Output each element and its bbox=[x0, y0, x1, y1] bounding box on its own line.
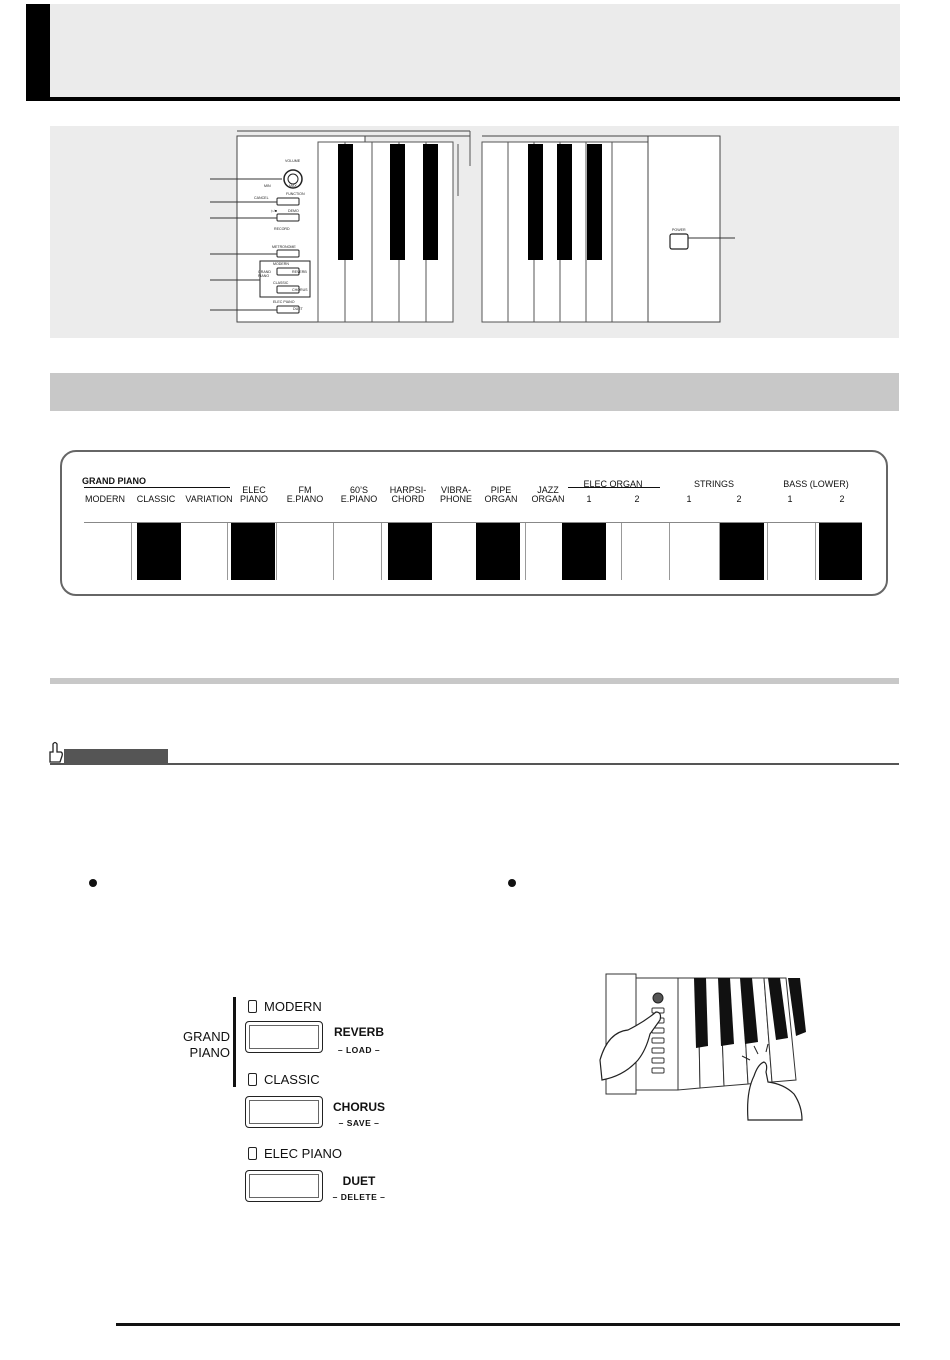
white-key bbox=[574, 523, 622, 580]
note-tab bbox=[64, 749, 168, 764]
white-key bbox=[180, 523, 228, 580]
tone-label-line2: E.PIANO bbox=[286, 494, 324, 504]
white-key bbox=[768, 523, 816, 580]
tone-label-line2: 1 bbox=[787, 494, 793, 504]
classic-text: CLASSIC bbox=[264, 1072, 320, 1087]
white-key bbox=[277, 523, 334, 580]
grand-label: GRAND bbox=[183, 1029, 230, 1044]
elec-piano-duet-button[interactable] bbox=[245, 1170, 323, 1202]
piano-label: PIANO bbox=[189, 1045, 230, 1060]
section-divider bbox=[50, 678, 899, 684]
black-key bbox=[476, 523, 520, 580]
tone-label-line2: 2 bbox=[839, 494, 845, 504]
function-label: FUNCTION bbox=[286, 192, 305, 196]
tone-label-line1: ELEC bbox=[242, 485, 266, 495]
panel-drawing bbox=[210, 130, 735, 323]
tone-label-line1: HARPSI- bbox=[389, 485, 427, 495]
group-grand-piano: GRAND PIANO bbox=[81, 476, 147, 486]
tone-label-line2: CHORD bbox=[391, 494, 425, 504]
black-key bbox=[819, 523, 862, 580]
grand-piano-group-label: GRAND PIANO bbox=[168, 1029, 230, 1061]
tone-label-line2: ORGAN bbox=[531, 494, 565, 504]
duet-label: DUET bbox=[293, 307, 303, 311]
reverb-label: REVERB bbox=[292, 270, 307, 274]
tone-keyboard bbox=[84, 522, 862, 580]
chorus-text: CHORUS bbox=[332, 1100, 385, 1114]
header-rule bbox=[26, 97, 900, 101]
classic-indicator bbox=[248, 1073, 257, 1086]
white-key bbox=[430, 523, 478, 580]
white-key bbox=[84, 523, 132, 580]
white-key bbox=[622, 523, 670, 580]
load-text: – LOAD – bbox=[337, 1045, 381, 1055]
tone-label-line2: 1 bbox=[586, 494, 592, 504]
page-header bbox=[26, 4, 900, 98]
pointing-hand-icon bbox=[49, 741, 63, 763]
grand-piano-bracket bbox=[233, 997, 236, 1087]
grand-piano-label: GRAND PIANO bbox=[258, 270, 271, 278]
tone-label-line2: PHONE bbox=[439, 494, 473, 504]
elec-piano-indicator bbox=[248, 1147, 257, 1160]
group-strings: STRINGS bbox=[693, 479, 735, 489]
modern-label: MODERN bbox=[273, 262, 289, 266]
black-key bbox=[231, 523, 275, 580]
playstop-label: ▷/■ bbox=[271, 209, 277, 213]
tone-label-line2: 2 bbox=[634, 494, 640, 504]
tone-label-line2: ORGAN bbox=[484, 494, 518, 504]
tone-label-line2: 2 bbox=[736, 494, 742, 504]
tone-label-line1: FM bbox=[298, 485, 312, 495]
tone-label-line2: VARIATION bbox=[185, 494, 233, 504]
bullet-marker bbox=[89, 879, 97, 887]
tone-label-line2: E.PIANO bbox=[340, 494, 378, 504]
delete-text: – DELETE – bbox=[332, 1192, 386, 1202]
tone-label-line1: JAZZ bbox=[537, 485, 559, 495]
tone-label-line2: 1 bbox=[686, 494, 692, 504]
black-key bbox=[137, 523, 181, 580]
reverb-text: REVERB bbox=[333, 1025, 384, 1039]
white-key bbox=[478, 523, 526, 580]
demo-label: DEMO bbox=[288, 209, 299, 213]
group-bass: BASS (LOWER) bbox=[783, 479, 849, 489]
volume-max-label: MAX bbox=[289, 184, 297, 188]
white-key bbox=[334, 523, 382, 580]
elec-organ-underline bbox=[568, 487, 660, 488]
tone-label-line1: 60’S bbox=[349, 485, 369, 495]
tone-label-line2: PIANO bbox=[239, 494, 269, 504]
tone-label-line1: PIPE bbox=[490, 485, 512, 495]
power-label: POWER bbox=[672, 228, 686, 232]
volume-min-label: MIN bbox=[264, 184, 271, 188]
black-key bbox=[388, 523, 432, 580]
modern-indicator bbox=[248, 1000, 257, 1013]
modern-text: MODERN bbox=[264, 999, 322, 1014]
white-key bbox=[228, 523, 277, 580]
tone-label-line2: MODERN bbox=[85, 494, 125, 504]
tone-label-line2: CLASSIC bbox=[136, 494, 176, 504]
record-label: RECORD bbox=[274, 227, 290, 231]
volume-label: VOLUME bbox=[285, 159, 301, 163]
save-text: – SAVE – bbox=[338, 1118, 380, 1128]
white-key bbox=[670, 523, 720, 580]
duet-text: DUET bbox=[342, 1174, 376, 1188]
footer-rule bbox=[116, 1323, 900, 1326]
cancel-label: CANCEL bbox=[254, 196, 269, 200]
hand-playing-illustration bbox=[599, 973, 806, 1121]
black-key bbox=[562, 523, 606, 580]
black-key bbox=[720, 523, 764, 580]
note-rule bbox=[50, 763, 899, 765]
elec-piano-text: ELEC PIANO bbox=[264, 1146, 343, 1161]
elec-piano-label: ELEC PIANO bbox=[273, 300, 295, 304]
metronome-label: METRONOME bbox=[272, 245, 296, 249]
control-panel-illustration bbox=[50, 126, 899, 338]
classic-chorus-button[interactable] bbox=[245, 1096, 323, 1128]
grand-piano-underline bbox=[84, 487, 230, 488]
modern-reverb-button[interactable] bbox=[245, 1021, 323, 1053]
section-band bbox=[50, 373, 899, 411]
white-key bbox=[720, 523, 768, 580]
classic-label: CLASSIC bbox=[273, 281, 289, 285]
tone-label-line1: VIBRA- bbox=[440, 485, 472, 495]
chorus-label: CHORUS bbox=[292, 288, 308, 292]
header-accent-bar bbox=[26, 4, 50, 101]
group-elec-organ: ELEC ORGAN bbox=[583, 479, 643, 489]
bullet-marker bbox=[508, 879, 516, 887]
